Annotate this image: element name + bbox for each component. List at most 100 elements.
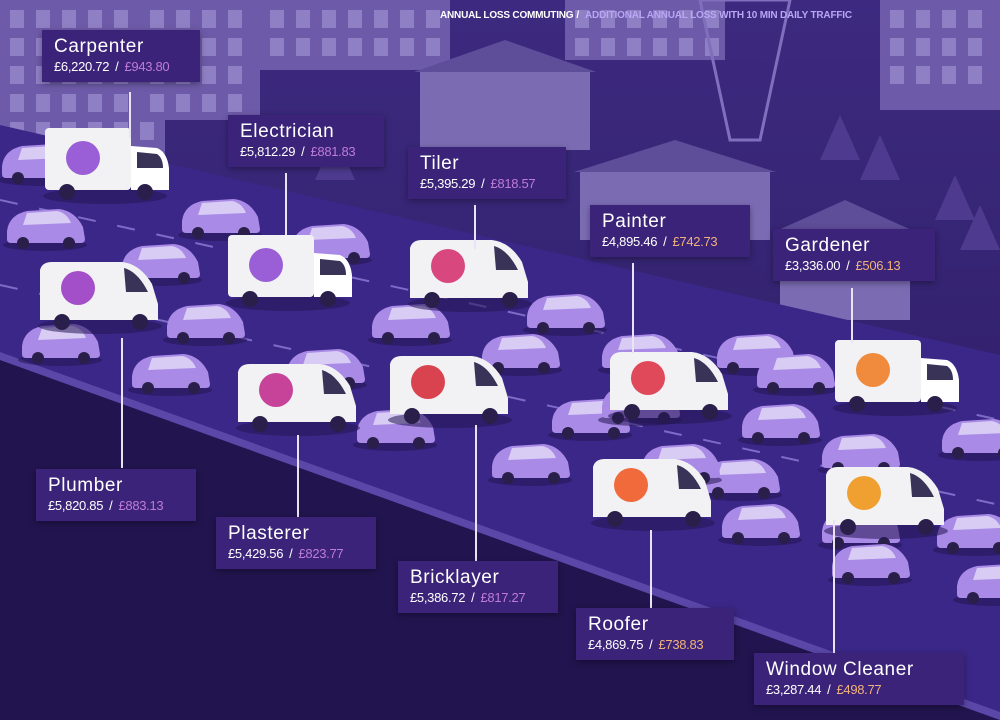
carpenter-leader <box>129 92 131 138</box>
car-wheel <box>428 332 440 344</box>
traffic-loss: £943.80 <box>124 59 170 74</box>
callout-plumber: Plumber £5,820.85/£883.13 <box>36 469 196 521</box>
car-wheel <box>712 487 724 499</box>
car <box>718 504 802 546</box>
building-window <box>228 94 242 112</box>
car-wheel <box>192 227 204 239</box>
traffic-loss: £506.13 <box>855 258 901 273</box>
truck-wheel <box>137 184 153 200</box>
pylon <box>698 0 792 142</box>
building-window <box>627 10 641 28</box>
annual-loss: £4,895.46 <box>602 234 658 249</box>
car-window <box>183 306 231 320</box>
building-window <box>114 94 128 112</box>
car-window <box>23 211 71 225</box>
annual-loss: £4,869.75 <box>588 637 644 652</box>
house-roof <box>574 140 776 172</box>
van-logo <box>411 365 445 399</box>
callout-painter: Painter £4,895.46/£742.73 <box>590 205 750 257</box>
separator: / <box>109 498 113 513</box>
van-window <box>694 358 718 382</box>
traffic-loss: £738.83 <box>658 637 704 652</box>
tree <box>860 135 900 180</box>
van-logo <box>61 271 95 305</box>
building-window <box>270 10 284 28</box>
car-wheel <box>583 322 595 334</box>
callout-plasterer: Plasterer £5,429.56/£823.77 <box>216 517 376 569</box>
building-window <box>322 38 336 56</box>
separator: / <box>289 546 293 561</box>
van-window <box>124 268 148 292</box>
building-window <box>348 38 362 56</box>
car-wheel <box>502 472 514 484</box>
building-window <box>36 94 50 112</box>
car-window <box>848 546 896 560</box>
van-logo <box>259 373 293 407</box>
trade-name: Carpenter <box>54 36 144 57</box>
legend-traffic-label: ADDITIONAL ANNUAL LOSS WITH 10 MIN DAILY… <box>584 10 852 21</box>
separator: / <box>301 144 305 159</box>
car-wheel <box>813 382 825 394</box>
tree <box>935 175 975 220</box>
car <box>828 544 912 586</box>
van-window <box>910 473 934 497</box>
car-window <box>198 201 246 215</box>
trade-name: Bricklayer <box>410 567 500 588</box>
truck-logo <box>249 248 283 282</box>
separator: / <box>846 258 850 273</box>
van-wheel <box>252 416 268 432</box>
car-window <box>303 351 351 365</box>
car-wheel <box>12 172 24 184</box>
bricklayer-leader <box>475 425 477 561</box>
building-window <box>348 10 362 28</box>
car <box>3 209 87 251</box>
callout-electrician: Electrician £5,812.29/£881.83 <box>228 115 384 167</box>
car-wheel <box>798 432 810 444</box>
building-window <box>374 38 388 56</box>
house-roof <box>414 40 596 72</box>
callout-window-cleaner: Window Cleaner £3,287.44/£498.77 <box>754 653 964 705</box>
car <box>753 354 837 396</box>
trade-name: Window Cleaner <box>766 659 914 680</box>
building-window <box>10 94 24 112</box>
annual-loss: £3,336.00 <box>785 258 841 273</box>
truck-wheel <box>59 184 75 200</box>
truck-window <box>927 364 953 380</box>
van-wheel <box>404 408 420 424</box>
car-window <box>388 306 436 320</box>
plasterer-leader <box>297 435 299 517</box>
car-window <box>658 446 706 460</box>
tree <box>820 115 860 160</box>
car-window <box>953 516 1000 530</box>
building-window <box>114 10 128 28</box>
car-wheel <box>348 252 360 264</box>
building-window <box>653 38 667 56</box>
car-wheel <box>758 487 770 499</box>
car-window <box>973 566 1000 580</box>
gardener-leader <box>851 288 853 343</box>
car-wheel <box>177 332 189 344</box>
annual-loss: £6,220.72 <box>54 59 110 74</box>
car <box>938 419 1000 461</box>
van-wheel <box>702 404 718 420</box>
building-window <box>426 10 440 28</box>
car-window <box>838 436 886 450</box>
building-window <box>202 10 216 28</box>
car-wheel <box>223 332 235 344</box>
building-window <box>176 10 190 28</box>
car-wheel <box>993 542 1000 554</box>
building-window <box>88 10 102 28</box>
car-wheel <box>967 592 979 604</box>
building-window <box>400 38 414 56</box>
building-window <box>942 38 956 56</box>
trade-name: Plumber <box>48 475 123 496</box>
building-window <box>575 38 589 56</box>
trade-name: Gardener <box>785 235 871 256</box>
separator: / <box>827 682 831 697</box>
van-window <box>677 465 701 489</box>
car-window <box>733 336 781 350</box>
building-window <box>270 38 284 56</box>
building-window <box>140 122 154 140</box>
car-window <box>958 421 1000 435</box>
